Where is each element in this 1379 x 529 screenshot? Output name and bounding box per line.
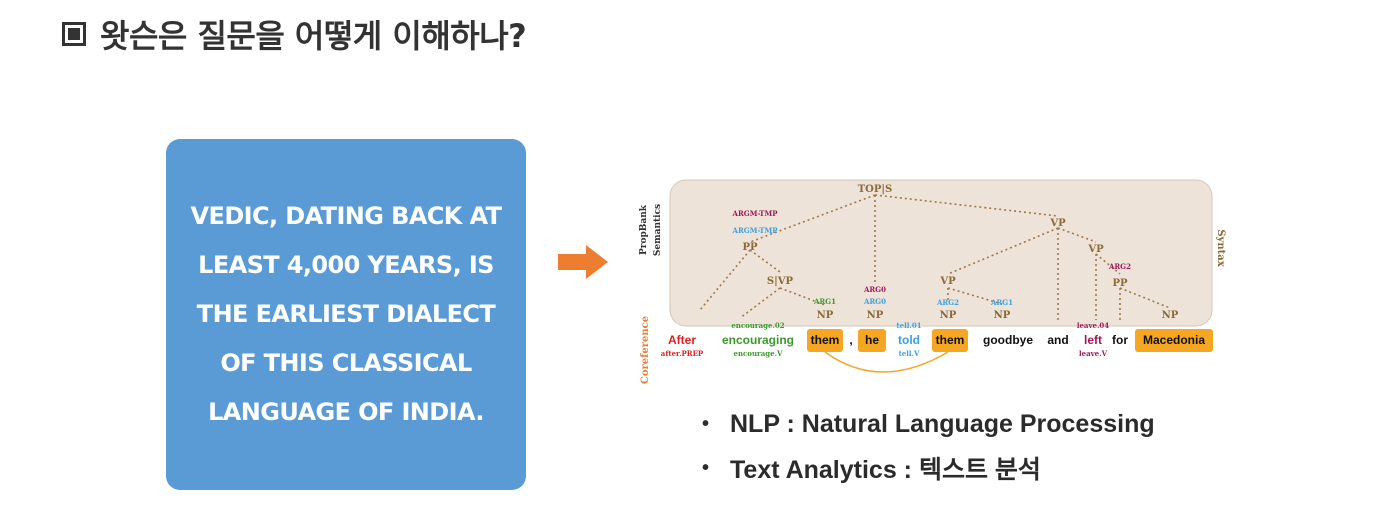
semantic-parse-diagram: PropBank Semantics Coreference Syntax TO… xyxy=(639,179,1226,384)
sense-label: leave.04 xyxy=(1077,321,1109,330)
node-vp: VP xyxy=(1049,218,1066,229)
sense-label: leave.V xyxy=(1079,349,1108,358)
syntax-panel xyxy=(669,179,1213,327)
propbank-label: PropBank xyxy=(639,204,649,255)
bullet-list: • NLP : Natural Language Processing • Te… xyxy=(702,402,1155,490)
quote-line: OF THIS CLASSICAL xyxy=(220,349,472,377)
right-arrow-icon xyxy=(558,245,608,279)
quote-card: VEDIC, DATING BACK AT LEAST 4,000 YEARS,… xyxy=(166,139,526,490)
quote-line: THE EARLIEST DIALECT xyxy=(196,300,496,328)
page-title-text: 왓슨은 질문을 어떻게 이해하나? xyxy=(100,17,527,55)
quote-line: VEDIC, DATING BACK AT xyxy=(190,202,503,230)
arg-label: ARG1 xyxy=(813,297,836,306)
arg-label: ARG1 xyxy=(990,298,1013,307)
word-token: them xyxy=(936,333,965,347)
tree-edges xyxy=(699,194,1171,320)
word-token: them xyxy=(811,333,840,347)
quote-line: LANGUAGE OF INDIA. xyxy=(208,398,484,426)
node-vp: VP xyxy=(939,276,956,287)
coreference-highlights xyxy=(807,329,1213,352)
word-token: goodbye xyxy=(983,333,1033,347)
node-np: NP xyxy=(867,310,884,321)
node-np: NP xyxy=(994,310,1011,321)
sense-label: tell.01 xyxy=(896,321,921,330)
sense-label: encourage.V xyxy=(733,349,783,358)
arg-label: ARG0 xyxy=(863,285,886,294)
bullet-dot-icon: • xyxy=(702,412,710,435)
bullet-dot-icon: • xyxy=(702,456,710,479)
list-item: • Text Analytics : 텍스트 분석 xyxy=(702,446,1155,490)
node-vp: VP xyxy=(1087,244,1104,255)
word-token: After xyxy=(668,333,696,347)
word-token: told xyxy=(898,333,920,347)
square-bullet-icon xyxy=(62,22,86,46)
word-token: left xyxy=(1084,333,1102,347)
node-np: NP xyxy=(817,310,834,321)
word-token: and xyxy=(1047,333,1068,347)
quote-line: LEAST 4,000 YEARS, IS xyxy=(198,251,494,279)
sense-label: encourage.02 xyxy=(731,321,784,330)
node-np: NP xyxy=(940,310,957,321)
sense-label: after.PREP xyxy=(661,349,704,358)
coreference-label: Coreference xyxy=(640,316,651,384)
word-token: , xyxy=(849,333,852,347)
quote-text: VEDIC, DATING BACK AT LEAST 4,000 YEARS,… xyxy=(190,192,503,437)
word-token: encouraging xyxy=(722,333,794,347)
bullet-text: Text Analytics : 텍스트 분석 xyxy=(730,456,1041,484)
sense-label: tell.V xyxy=(899,349,920,358)
node-top: TOP|S xyxy=(858,184,893,195)
node-pp: PP xyxy=(1112,278,1128,289)
bullet-text: NLP : Natural Language Processing xyxy=(730,409,1155,438)
coreference-arc xyxy=(824,351,949,373)
syntax-label: Syntax xyxy=(1215,229,1226,267)
page-title: 왓슨은 질문을 어떻게 이해하나? xyxy=(62,12,527,56)
arg-label: ARG0 xyxy=(863,297,886,306)
node-pp: PP xyxy=(742,242,758,253)
node-np: NP xyxy=(1162,310,1179,321)
list-item: • NLP : Natural Language Processing xyxy=(702,402,1155,446)
word-token: Macedonia xyxy=(1143,333,1205,347)
arg-label: ARG2 xyxy=(1108,262,1131,271)
word-token: for xyxy=(1112,333,1128,347)
semantics-label: Semantics xyxy=(653,204,663,256)
node-s-vp: S|VP xyxy=(767,276,794,287)
arg-label: ARGM-TMP xyxy=(732,226,779,235)
arg-label: ARGM-TMP xyxy=(732,209,779,218)
word-token: he xyxy=(865,333,879,347)
arg-label: ARG2 xyxy=(936,298,959,307)
